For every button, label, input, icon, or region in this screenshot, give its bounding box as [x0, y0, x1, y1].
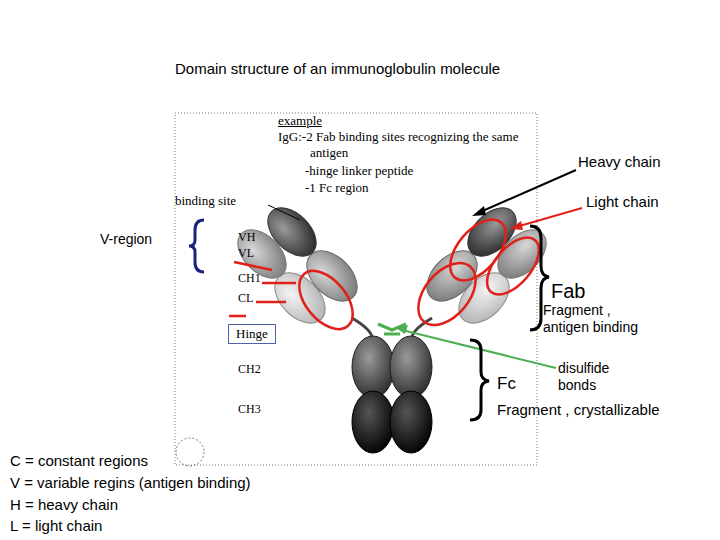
curly-brace: [189, 220, 204, 272]
domain-label: CH3: [238, 402, 261, 416]
fragment-label: Fab: [551, 279, 585, 303]
bond-label: disulfide bonds: [558, 360, 638, 394]
vh-domain: [259, 199, 325, 265]
domain-label: CL: [238, 291, 253, 305]
key-note: V = variable regins (antigen binding): [10, 474, 251, 492]
domain-label: VH: [238, 230, 255, 244]
arrow-head: [396, 325, 408, 334]
domain-label: CH2: [238, 362, 261, 376]
dotted-circle: [176, 438, 204, 466]
figure-frame: [175, 113, 537, 465]
ch2-domain: [352, 336, 394, 398]
key-note: H = heavy chain: [10, 496, 118, 514]
note-text: -1 Fc region: [305, 180, 369, 196]
red-pointer: [229, 262, 296, 316]
example-heading: example: [278, 113, 322, 129]
highlight-oval: [407, 252, 487, 335]
pointer-arrow: [402, 330, 556, 368]
arrow-head: [472, 206, 486, 216]
highlight-oval: [477, 228, 548, 303]
leader-line: [268, 205, 300, 220]
note-text: -hinge linker peptide: [305, 163, 413, 179]
ch3-domain: [352, 391, 394, 453]
hinge-box: Hinge: [228, 324, 276, 344]
key-note: L = light chain: [10, 517, 102, 535]
note-text: IgG:-2 Fab binding sites recognizing the…: [278, 129, 546, 160]
chain-label: Heavy chain: [578, 153, 661, 171]
domain-label: VL: [238, 246, 254, 260]
key-note: C = constant regions: [10, 452, 148, 470]
fragment-description: Fragment , crystallizable: [497, 401, 660, 419]
curly-brace: [470, 340, 489, 420]
pointer-arrow: [516, 208, 582, 227]
highlight-oval: [289, 261, 363, 339]
region-label: V-region: [100, 231, 152, 248]
ch2-domain: [390, 336, 432, 398]
part-label: binding site: [175, 193, 236, 209]
node-text: Hinge: [236, 326, 268, 342]
domain-label: CH1: [238, 271, 261, 285]
ch3-domain: [390, 391, 432, 453]
chain-label: Light chain: [586, 193, 659, 211]
pointer-arrow: [478, 170, 576, 213]
fragment-label: Fc: [497, 374, 516, 394]
diagram-title: Domain structure of an immunoglobulin mo…: [175, 60, 500, 78]
arrow-head: [510, 221, 523, 230]
fragment-description: Fragment , antigen binding: [543, 302, 655, 336]
